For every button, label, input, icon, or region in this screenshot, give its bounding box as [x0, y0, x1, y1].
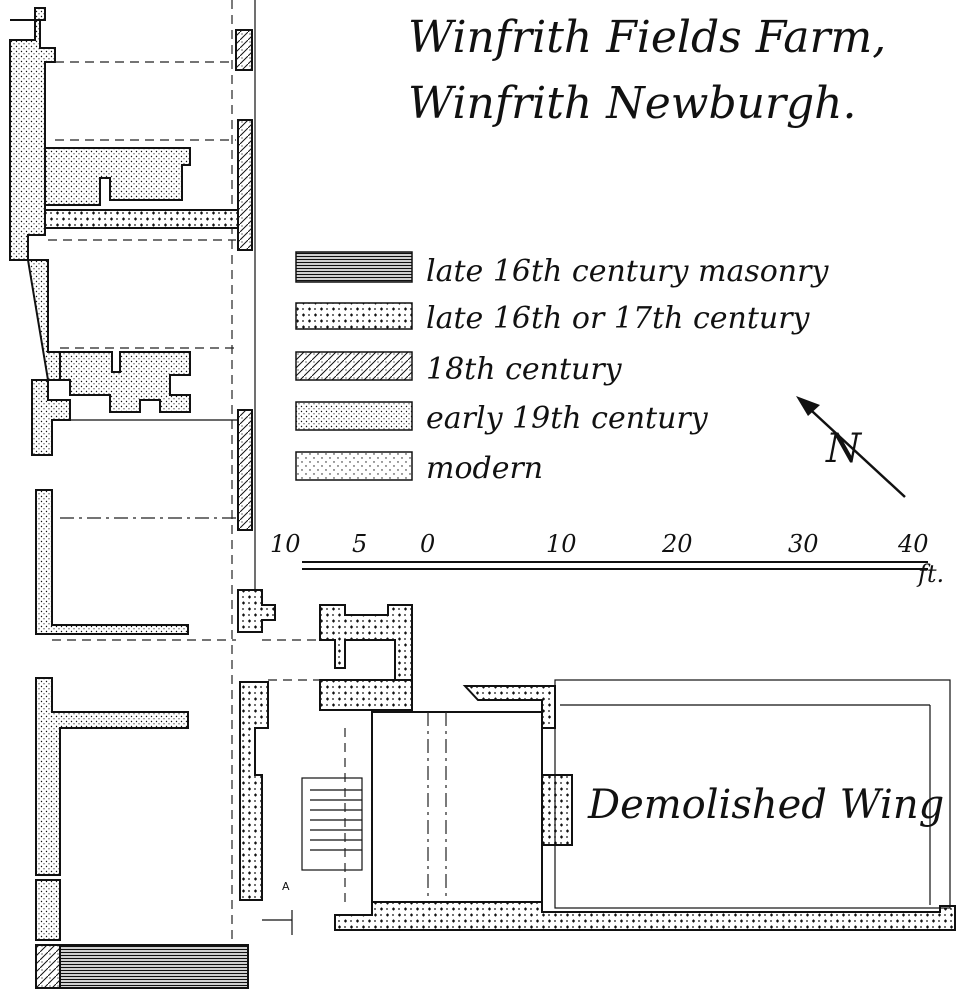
north-arrow: N: [796, 396, 906, 498]
demolished-wing-label: Demolished Wing: [587, 782, 944, 828]
staircase: A: [282, 777, 363, 893]
legend-swatch-cross-dots: [295, 302, 413, 330]
legend-label: late 16th or 17th century: [426, 301, 811, 336]
north-arrow-shaft-icon: [799, 399, 906, 498]
scale-bar: 10 5 0 10 20 30 40 ft.: [270, 530, 944, 588]
legend-swatch-diagonal-hatch: [295, 351, 413, 381]
east-wall-strip-1: [235, 29, 253, 71]
scale-unit-label: ft.: [916, 560, 944, 588]
north-label: N: [825, 426, 863, 472]
cross-wall-2: [44, 209, 251, 229]
scale-tick-label: 10: [270, 530, 301, 558]
legend-item-early-19th-century: early 19th century: [295, 401, 709, 436]
junction-block: [237, 589, 276, 633]
scale-tick-label: 30: [788, 530, 819, 558]
legend-item-18th-century: 18th century: [295, 351, 623, 387]
hall-room: [371, 711, 543, 903]
legend-swatch-dense-dots: [295, 401, 413, 431]
title-line-1: Winfrith Fields Farm,: [408, 12, 886, 63]
legend-label: early 19th century: [426, 401, 709, 436]
legend-swatch-horizontal-lines: [295, 251, 413, 283]
south-west-wall: [35, 677, 189, 876]
legend-item-late-16th-or-17th: late 16th or 17th century: [295, 301, 811, 336]
central-stack: [239, 681, 269, 901]
legend-label: modern: [426, 451, 543, 486]
scale-tick-label: 0: [420, 530, 435, 558]
cross-wall-1: [44, 147, 191, 206]
legend: late 16th century masonry late 16th or 1…: [295, 251, 829, 486]
south-masonry-corner: [35, 944, 61, 989]
scale-tick-label: 40: [897, 530, 929, 558]
legend-swatch-sparse-dots: [295, 451, 413, 481]
west-wall-lower: [35, 489, 189, 635]
title-line-2: Winfrith Newburgh.: [408, 78, 857, 129]
east-wall-strip-3: [237, 409, 253, 531]
demolished-wing-outline: [554, 679, 951, 909]
legend-item-modern: modern: [295, 451, 543, 486]
south-west-wall-2: [35, 879, 61, 941]
west-wall-mid: [26, 259, 71, 456]
wing-south-wall: [334, 901, 956, 931]
chimney-block: [59, 351, 191, 413]
legend-label: 18th century: [426, 352, 623, 387]
scale-tick-label: 20: [661, 530, 693, 558]
legend-label: late 16th century masonry: [426, 254, 829, 289]
stair-outline: [301, 777, 363, 871]
west-wall-upper: [9, 7, 56, 261]
wing-fireplace: [541, 774, 573, 846]
south-range: A Demolished Wing: [35, 604, 956, 989]
west-range: [9, 0, 276, 990]
legend-item-late-16th-masonry: late 16th century masonry: [295, 251, 829, 289]
scale-tick-label: 10: [546, 530, 577, 558]
scale-tick-label: 5: [352, 530, 367, 558]
north-arrow-head-icon: [796, 396, 820, 416]
south-masonry: [59, 944, 249, 989]
east-wall-strip-2: [237, 119, 253, 251]
porch-front: [319, 679, 413, 711]
small-mark-label: A: [282, 880, 290, 893]
